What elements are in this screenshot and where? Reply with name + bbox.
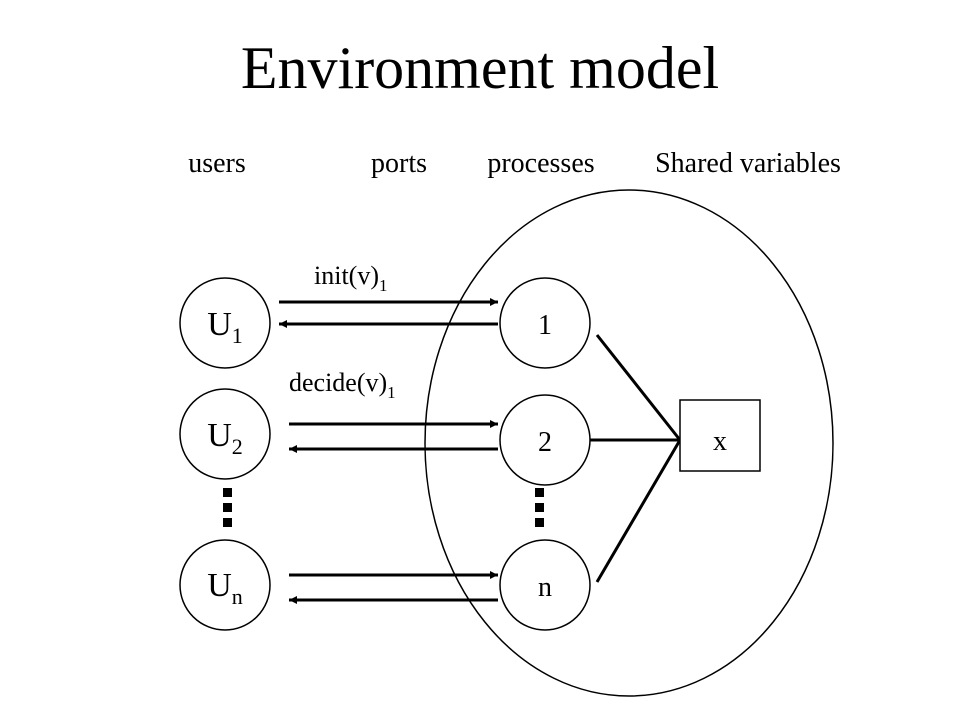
user-node-2: U2 [179,388,271,480]
process-node-1: 1 [499,277,591,369]
process-node-n: n [499,539,591,631]
process-node-2-label: 2 [538,427,552,458]
header-processes: processes [487,148,594,179]
user-node-n-label: Un [207,567,243,609]
user-node-n: Un [179,539,271,631]
process-node-2: 2 [499,394,591,486]
header-shared-variables: Shared variables [655,148,841,179]
users-ellipsis-dots [223,488,232,527]
process-node-1-label: 1 [538,310,552,341]
page-title: Environment model [241,35,719,101]
header-users: users [188,148,246,179]
connection-pn-x [595,439,682,583]
user-node-1: U1 [179,277,271,369]
connection-p1-x [595,334,682,441]
process-node-n-label: n [538,572,552,603]
processes-ellipsis-dots [535,488,544,527]
user-node-1-label: U1 [207,306,243,348]
shared-variable-box [679,399,761,472]
user-node-2-label: U2 [207,417,243,459]
port-label-decide: decide(v)1 [289,368,396,402]
system-boundary-ellipse [424,189,834,697]
shared-variable-label: x [713,426,727,457]
port-label-init: init(v)1 [314,261,388,295]
header-ports: ports [371,148,427,179]
